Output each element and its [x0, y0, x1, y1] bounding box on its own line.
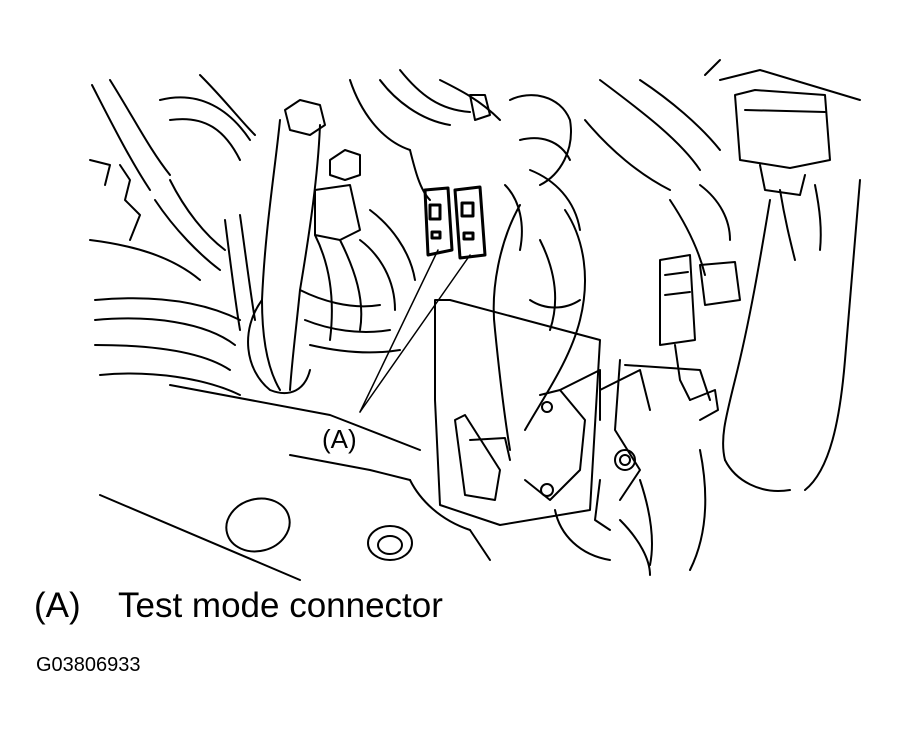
- test-mode-connector: [423, 185, 487, 260]
- sensor-connector: [594, 254, 741, 566]
- central-harness-bundle: [247, 69, 501, 395]
- legend-key: (A): [34, 586, 81, 625]
- right-wire-harness: [492, 79, 731, 451]
- lower-engine-panel: [99, 384, 707, 581]
- top-right-connector: [704, 59, 861, 492]
- figure-id: G03806933: [36, 654, 141, 676]
- left-wire-harness: [89, 74, 256, 396]
- callout-label-a: (A): [322, 424, 357, 454]
- callout-leader-lines: [359, 249, 471, 413]
- legend-description: Test mode connector: [118, 586, 443, 625]
- legend-entry: (A) Test mode connector: [34, 586, 443, 626]
- mounting-bracket: [434, 299, 651, 526]
